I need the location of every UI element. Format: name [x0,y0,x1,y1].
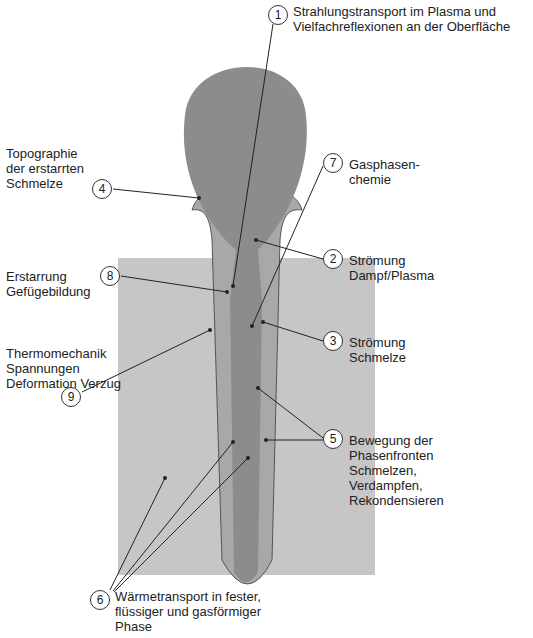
callout-number: 1 [269,6,287,24]
callout-label: Strahlungstransport im Plasma und Vielfa… [293,4,528,34]
callout-label: Topographie der erstarrten Schmelze [6,146,96,191]
callout-topography: 4Topographie der erstarrten Schmelze [92,179,112,199]
plasma-keyhole [184,67,307,582]
callout-number: 3 [324,332,342,350]
callout-melt-flow: 3Strömung Schmelze [323,331,343,351]
callout-number: 5 [324,430,342,448]
callout-solidification: 8Erstarrung Gefügebildung [100,266,120,286]
callout-label: Erstarrung Gefügebildung [6,269,101,299]
callout-number: 7 [324,154,342,172]
callout-label: Thermomechanik Spannungen Deformation Ve… [6,346,121,391]
callout-label: Bewegung der Phasenfronten Schmelzen, Ve… [349,433,459,508]
callout-thermomechanics: 9Thermomechanik Spannungen Deformation V… [61,387,81,407]
callout-number: 4 [93,180,111,198]
callout-number: 8 [101,267,119,285]
callout-label: Gasphasen- chemie [349,157,424,187]
callout-label: Strömung Dampf/Plasma [349,253,469,283]
leader-lines [82,24,323,592]
callout-label: Strömung Schmelze [349,335,459,365]
callout-gas-chemistry: 7Gasphasen- chemie [323,153,343,173]
callout-label: Wärmetransport in fester, flüssiger und … [115,589,280,634]
callout-heat-transport: 6Wärmetransport in fester, flüssiger und… [90,590,110,610]
callout-radiation: 1Strahlungstransport im Plasma und Vielf… [268,5,288,25]
leader-dots [163,196,268,480]
callout-phase-fronts: 5Bewegung der Phasenfronten Schmelzen, V… [323,429,343,449]
callout-number: 6 [91,591,109,609]
callout-vapor-flow: 2Strömung Dampf/Plasma [323,249,343,269]
callout-number: 2 [324,250,342,268]
